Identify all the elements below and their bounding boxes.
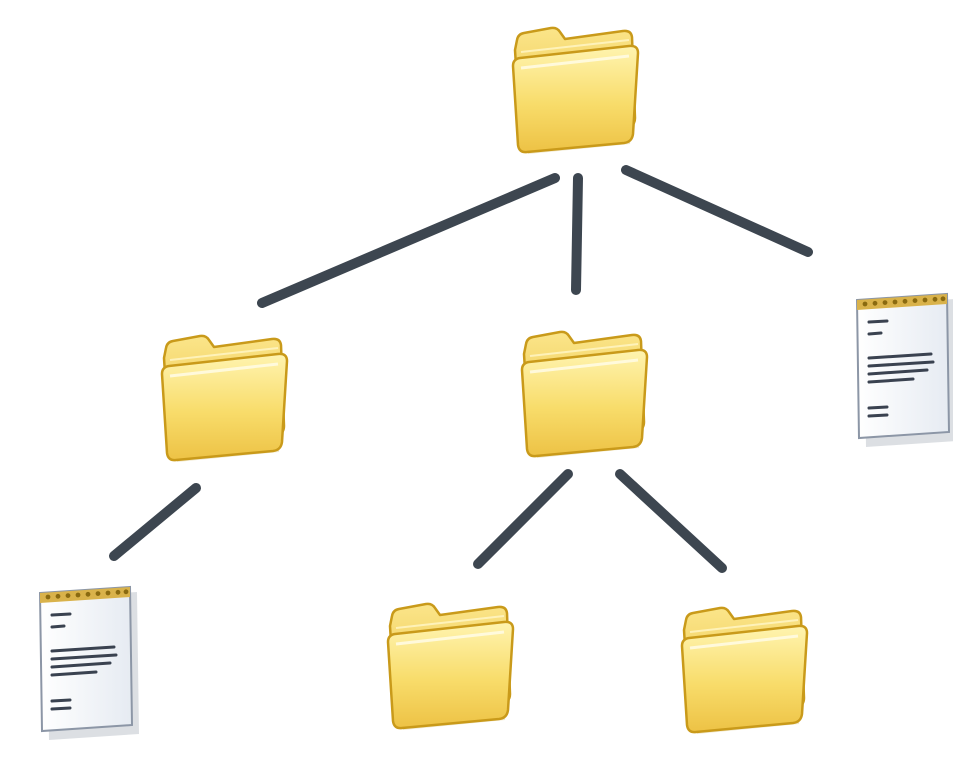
- bottom-right-folder-icon[interactable]: [680, 606, 809, 736]
- middle-folder-icon[interactable]: [520, 330, 649, 460]
- connector-left-folder-to-document: [109, 483, 201, 561]
- connector-middle-to-bottom-middle-folder: [473, 469, 573, 569]
- left-folder-icon[interactable]: [160, 334, 289, 464]
- connector-root-to-right-document: [621, 165, 813, 257]
- tree-connectors: [109, 165, 813, 573]
- right-document-icon[interactable]: [855, 292, 953, 449]
- bottom-middle-folder-icon[interactable]: [386, 602, 515, 732]
- root-folder-icon[interactable]: [511, 26, 640, 156]
- bottom-left-document-icon[interactable]: [38, 585, 141, 742]
- connector-root-to-left-folder: [257, 173, 560, 308]
- connector-middle-to-bottom-right-folder: [615, 469, 727, 573]
- connector-root-to-middle-folder: [571, 173, 583, 295]
